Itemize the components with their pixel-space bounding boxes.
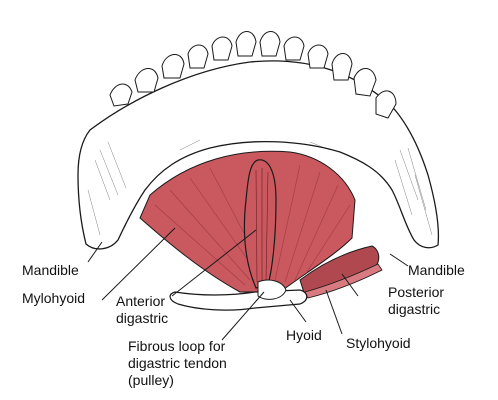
label-anterior-digastric-line-1: Anterior [116,293,166,309]
label-stylohyoid: Stylohyoid [346,335,411,352]
anterior-digastric-fibers [255,168,269,284]
label-fibrous-loop: Fibrous loop for digastric tendon (pulle… [128,338,227,389]
label-mylohyoid-text: Mylohyoid [22,290,86,306]
leader-lines [87,227,409,341]
stylohyoid-muscle [304,263,383,299]
label-mandible-right: Mandible [408,262,465,279]
label-fibrous-loop-line-3: (pulley) [128,372,174,388]
leader-mylohyoid [101,227,176,301]
mylohyoid-fibers [154,164,351,286]
label-mylohyoid: Mylohyoid [22,290,85,307]
hyoid-bone [169,289,308,311]
leader-mandible-left [87,241,103,263]
leader-stylohyoid [325,289,343,335]
label-mandible-left: Mandible [22,262,79,279]
leader-mandible-right [389,253,409,267]
label-mandible-left-text: Mandible [22,262,79,278]
label-fibrous-loop-line-1: Fibrous loop for [128,338,226,354]
anterior-digastric-muscle [243,159,277,289]
label-anterior-digastric: Anterior digastric [116,293,168,327]
label-hyoid: Hyoid [286,327,322,344]
label-posterior-digastric-line-1: Posterior [388,284,445,300]
label-posterior-digastric: Posterior digastric [388,284,444,318]
leader-posterior-digastric [341,273,359,297]
leader-fibrous-loop [221,291,265,341]
leader-hyoid [289,299,307,323]
leader-anterior-digastric [171,229,257,297]
mandible-hatching [87,139,433,236]
label-stylohyoid-text: Stylohyoid [346,335,411,351]
label-fibrous-loop-line-2: digastric tendon [128,355,227,371]
label-mandible-right-text: Mandible [408,262,465,278]
label-hyoid-text: Hyoid [286,327,322,343]
teeth [109,31,397,119]
label-anterior-digastric-line-2: digastric [116,310,169,326]
label-posterior-digastric-line-2: digastric [388,301,441,317]
fibrous-loop [257,279,287,300]
